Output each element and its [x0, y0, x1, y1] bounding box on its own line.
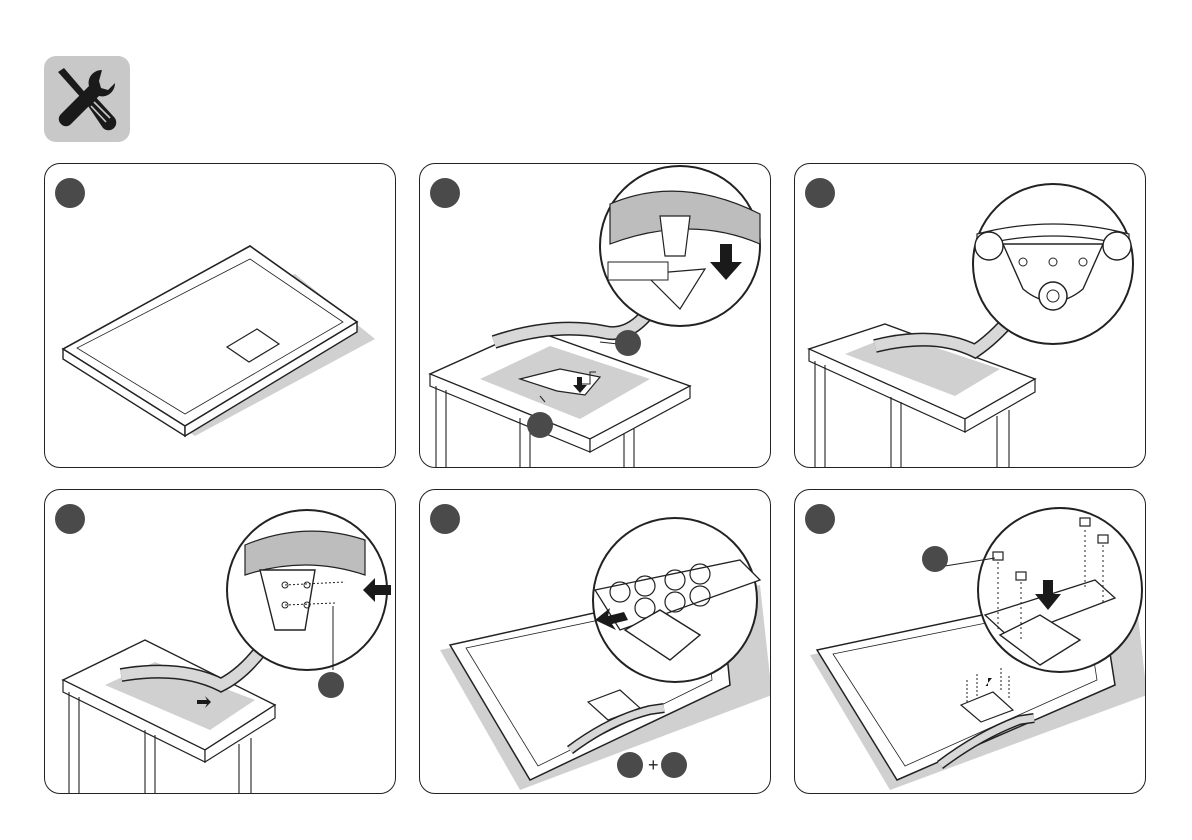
step-panel-1: [44, 163, 396, 468]
step-panel-2: [419, 163, 771, 468]
part-callout: [615, 330, 641, 356]
step-badge: [55, 504, 85, 534]
step-panel-5: +: [419, 489, 771, 794]
step-badge: [805, 178, 835, 208]
step-badge: [55, 178, 85, 208]
tv-facedown-illustration: [45, 164, 396, 468]
stand-joint-illustration: [795, 164, 1146, 468]
part-callout: [922, 546, 948, 572]
screw-stand-to-tv-illustration: [795, 490, 1146, 794]
tools-icon: [44, 56, 130, 142]
attach-stand-to-tv-illustration: [420, 490, 771, 794]
part-callout: [661, 752, 687, 778]
step-panel-6: [794, 489, 1146, 794]
step-badge: [805, 504, 835, 534]
step-badge: [430, 504, 460, 534]
part-callout: [617, 752, 643, 778]
part-callout: [318, 672, 344, 698]
screw-insertion-illustration: [45, 490, 396, 794]
step-badge: [430, 178, 460, 208]
part-callout: [527, 412, 553, 438]
step-panel-3: [794, 163, 1146, 468]
stand-neck-assembly-illustration: [420, 164, 771, 468]
plus-sign: +: [648, 755, 659, 775]
step-panel-4: [44, 489, 396, 794]
